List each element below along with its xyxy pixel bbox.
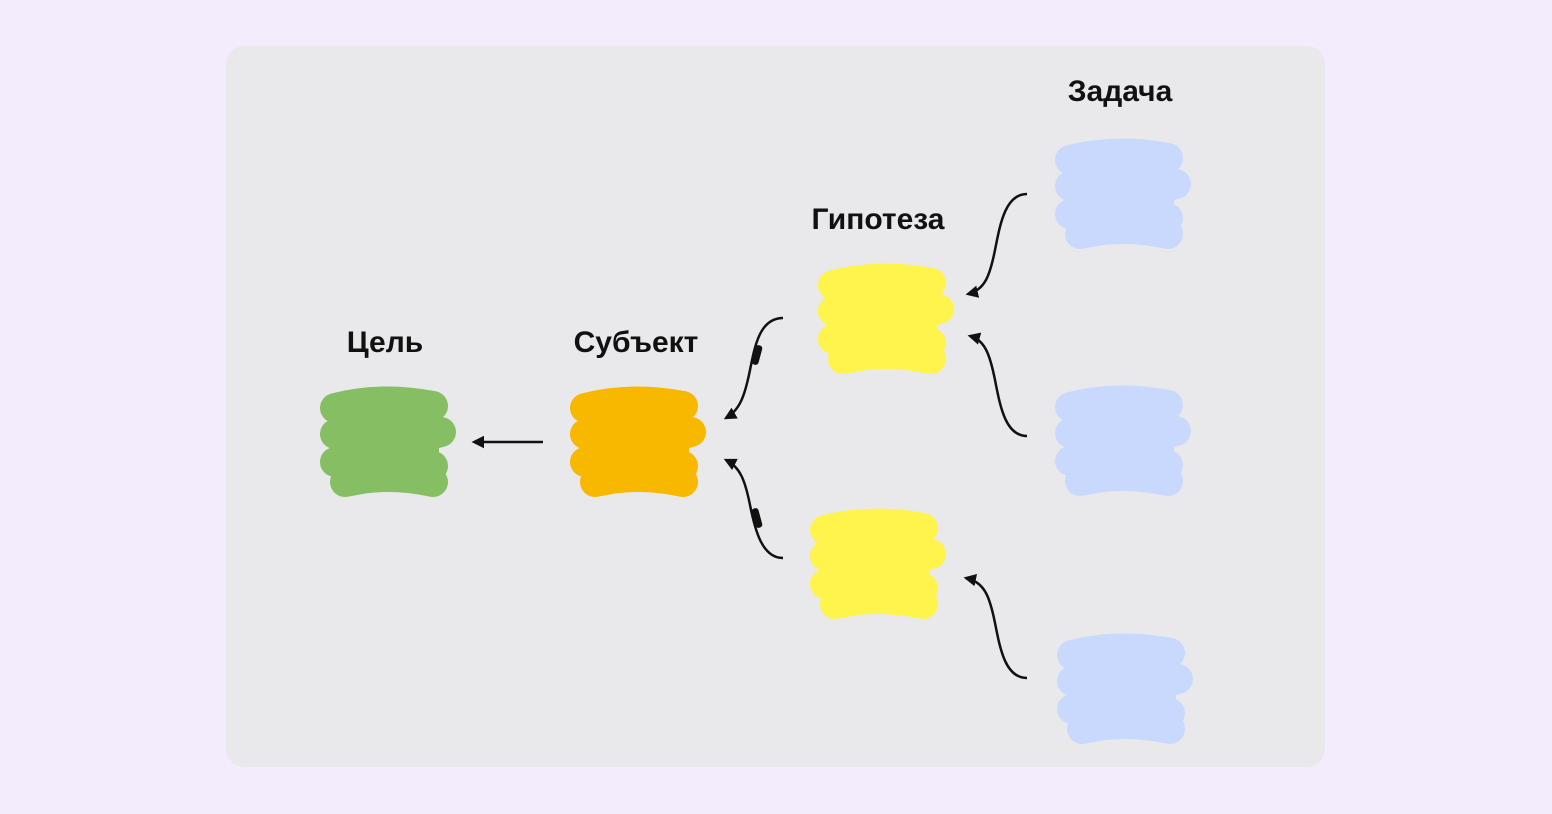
arrow-task-2-to-hypothesis-1 xyxy=(967,332,1028,438)
blob-task-1 xyxy=(1055,138,1191,249)
label-subject: Субъект xyxy=(573,326,699,359)
arrow-hypothesis-1-to-subject xyxy=(723,316,784,420)
blob-subject xyxy=(570,386,706,497)
blob-task-2 xyxy=(1055,385,1191,496)
blob-hypothesis-1 xyxy=(818,263,954,374)
label-hypothesis: Гипотеза xyxy=(811,203,945,236)
blob-goal xyxy=(320,386,456,497)
edge-handle xyxy=(751,345,763,365)
blob-hypothesis-2 xyxy=(810,508,946,619)
arrow-hypothesis-2-to-subject xyxy=(723,458,784,560)
arrow-task-3-to-hypothesis-2 xyxy=(963,573,1028,680)
arrow-task-1-to-hypothesis-1 xyxy=(965,192,1028,298)
blob-task-3 xyxy=(1057,633,1193,744)
edge-handle xyxy=(751,508,763,528)
label-goal: Цель xyxy=(346,326,424,359)
label-task: Задача xyxy=(1067,75,1173,108)
